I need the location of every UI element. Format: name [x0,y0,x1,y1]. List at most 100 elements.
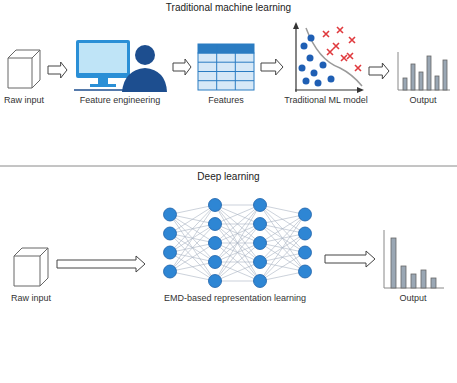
computer-user-icon [79,43,127,73]
network-link [170,234,215,282]
network-link [260,215,305,263]
scatter-plot-icon [315,80,322,87]
icon-node: Output [380,228,446,290]
bar-chart-icon [391,238,436,288]
node-label: Traditional ML model [284,95,367,106]
network-link [215,262,260,281]
bar-chart-icon [435,76,439,90]
scatter-plot-icon [357,87,364,93]
node-label: Raw input [4,95,44,106]
network-link [260,205,305,234]
table-icon [198,53,254,90]
table-icon [198,71,254,72]
cube-icon [14,248,48,286]
computer-user-icon [90,84,116,87]
network-link [260,215,305,244]
network-link [260,234,305,282]
scatter-plot-icon [327,49,333,55]
icon-node: Traditional ML model [288,22,364,92]
icon-node: Feature engineering [72,36,168,92]
bar-chart-icon [427,56,431,90]
icon-node: Raw input [5,48,43,92]
bar-chart-icon [411,64,415,90]
scatter-plot-icon [307,55,314,62]
scatter-plot-icon [299,65,306,72]
scatter-plot-icon [349,37,355,43]
network-neuron [254,256,267,269]
cube-icon [8,50,40,88]
bar-chart-icon [411,274,416,288]
node-label: Feature engineering [80,95,161,106]
network-neuron [164,265,177,278]
bar-chart-icon [403,78,407,90]
neural-network-icon [164,199,312,288]
network-neuron [209,256,222,269]
block-arrow [261,59,283,75]
bar-chart-icon [403,56,447,90]
icon-node: Output [394,50,452,92]
bar-chart-icon [421,270,426,288]
network-neuron [299,227,312,240]
scatter-plot-icon [303,78,310,85]
block-arrow [325,251,375,267]
network-link [170,253,215,282]
scatter-plot-icon [328,76,335,83]
bar-chart-icon [398,52,450,90]
computer-user-icon [122,68,167,92]
scatter-plot-icon [323,27,361,71]
scatter-plot-icon [306,28,362,86]
scatter-plot-icon [320,62,327,69]
table-icon [216,44,217,90]
scatter-plot-icon [293,22,299,29]
table-icon [235,44,236,90]
network-neuron [254,237,267,250]
cube-icon [8,50,40,88]
computer-user-icon [74,40,167,92]
icon-node: Raw input [10,238,52,290]
section-separator [0,166,457,167]
computer-user-icon [98,78,108,84]
bar-chart-icon [431,278,436,288]
node-label: Output [409,95,436,106]
network-link [170,224,215,272]
scatter-plot-icon [299,35,335,87]
scatter-plot-icon [347,53,353,59]
scatter-plot-icon [355,65,361,71]
scatter-plot-icon [308,35,315,42]
computer-user-icon [74,89,128,91]
network-link [215,224,260,281]
network-link [215,224,260,281]
network-neuron [299,246,312,259]
network-link [215,205,260,224]
network-link [215,205,260,224]
table-icon [198,44,254,90]
table-icon [198,80,254,81]
bar-chart-icon [443,60,447,90]
table-icon [198,44,254,53]
network-neuron [209,237,222,250]
network-neuron [254,199,267,212]
network-neuron [254,218,267,231]
icon-node: EMD-based representation learning [150,198,320,290]
table-icon [198,62,254,63]
icon-node: Features [196,42,256,92]
scatter-plot-icon [295,26,296,92]
node-label: Raw input [11,293,51,304]
scatter-plot-icon [341,55,347,61]
scatter-plot-icon [311,70,318,77]
network-link [215,205,260,262]
bar-chart-icon [398,52,450,90]
bar-chart-icon [419,72,423,90]
network-neuron [299,208,312,221]
block-arrow [48,62,67,78]
node-label: Output [399,293,426,304]
scatter-plot-icon [301,43,308,50]
bar-chart-icon [384,230,444,288]
scatter-plot-icon [293,22,364,93]
network-neuron [209,218,222,231]
network-link [215,205,260,262]
network-link [260,253,305,282]
network-neuron [209,199,222,212]
